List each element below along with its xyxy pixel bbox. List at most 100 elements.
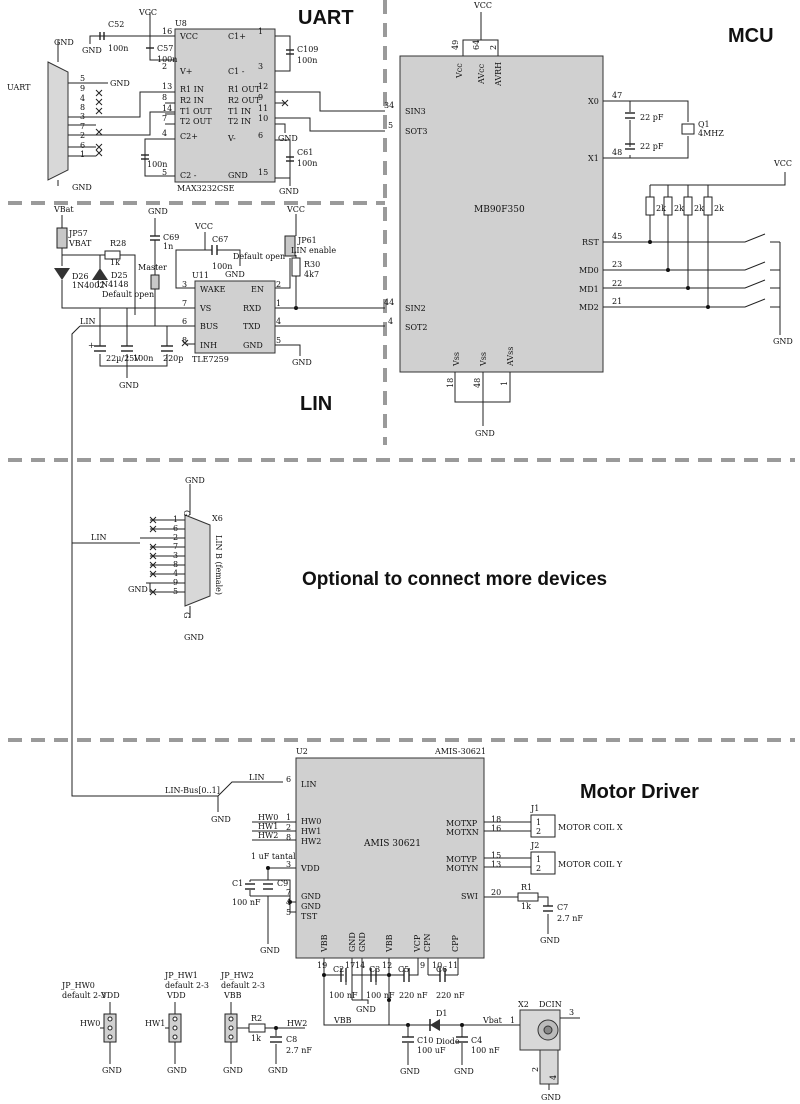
u8-pin-label: C1+ xyxy=(228,32,246,41)
r28-value: 1k xyxy=(110,258,120,267)
u8-pin-num: 4 xyxy=(162,129,167,138)
junction xyxy=(288,900,292,904)
u11-pin-num: 5 xyxy=(276,336,281,345)
u8-chip xyxy=(174,28,276,183)
mcu-pin-num: 34 xyxy=(384,101,394,110)
jumper-pin xyxy=(228,1016,234,1022)
mcu-pin-num: 2 xyxy=(489,45,498,50)
gnd-label: GND xyxy=(102,1066,122,1075)
u11-pin-label: BUS xyxy=(200,322,218,331)
mcu-pin-num: 22 xyxy=(612,279,622,288)
d26-part: 1N4002 xyxy=(72,281,104,290)
u2-pin-label: CPN xyxy=(423,933,432,952)
gnd-label: GND xyxy=(454,1067,474,1076)
u8-pin-label: C2 - xyxy=(180,171,197,180)
gnd-label: GND xyxy=(119,381,139,390)
vcc-label: VCC xyxy=(194,222,213,231)
c3-ref: C3 xyxy=(369,965,380,974)
c3-value: 100 nF xyxy=(366,991,395,1000)
u2-pin-num: 19 xyxy=(317,961,327,970)
mcu-pin-label: SOT3 xyxy=(405,127,427,136)
jp57-ref: JP57 xyxy=(68,229,88,238)
gnd-label: GND xyxy=(54,38,74,47)
x6-label: LIN B (female) xyxy=(214,535,223,595)
u2-pin-label: VBB xyxy=(320,934,329,953)
u8-pin-num: 1 xyxy=(258,27,263,36)
gnd-label: GND xyxy=(72,183,92,192)
u11-pin-num: 4 xyxy=(276,317,281,326)
wire xyxy=(230,1002,305,1064)
cap-100n: 100n xyxy=(133,354,153,363)
u8-pin-num: 10 xyxy=(258,114,268,123)
dcin-label: DCIN xyxy=(539,1000,562,1009)
x2-pin: 3 xyxy=(569,1008,574,1017)
u11-pin-num: 3 xyxy=(182,280,187,289)
cap-value: 100n xyxy=(147,160,167,169)
u11-pin-label: VS xyxy=(199,304,211,313)
lin-bus-label: LIN-Bus[0..1] xyxy=(165,786,220,795)
u2-pin-num: 2 xyxy=(286,823,291,832)
u2-pin-label: VDD xyxy=(300,864,320,873)
section-dividers xyxy=(8,0,795,742)
jp-ref: JP_HW1 xyxy=(164,971,198,980)
connector-pin: 1 xyxy=(80,150,85,159)
c67-ref: C67 xyxy=(212,235,228,244)
u2-pin-num: 9 xyxy=(420,961,425,970)
jp-ref: JP_HW2 xyxy=(220,971,254,980)
net-hw: HW1 xyxy=(258,822,278,831)
wire xyxy=(165,1002,176,1064)
u8-pin-label: T2 IN xyxy=(228,117,251,126)
u2-pin-num: 5 xyxy=(286,908,291,917)
wire xyxy=(275,99,289,107)
wire xyxy=(68,82,175,157)
c5-ref: C5 xyxy=(398,965,409,974)
u8-pin-label: GND xyxy=(228,171,248,180)
u2-pin-num: 15 xyxy=(491,851,501,860)
jumper-pin xyxy=(107,1025,113,1031)
wire xyxy=(275,123,286,133)
wire xyxy=(649,172,786,197)
j2-pin: 2 xyxy=(536,864,541,873)
section-title-motor: Motor Driver xyxy=(580,781,699,803)
d25-ref: D25 xyxy=(111,271,128,280)
gnd-label: GND xyxy=(185,476,205,485)
vbb-label: VBB xyxy=(333,1016,352,1025)
mcu-pin-num: 45 xyxy=(612,232,622,241)
mcu-pin-num: 18 xyxy=(446,378,455,388)
u2-pin-num: 6 xyxy=(286,775,291,784)
gnd-label: GND xyxy=(292,358,312,367)
junction xyxy=(387,998,391,1002)
jp-ref: JP_HW0 xyxy=(61,981,95,990)
uart-section: U8 MAX3232CSE VCC V+ R1 IN R2 IN T1 OUT … xyxy=(7,8,385,196)
mcu-pin-num: 1 xyxy=(500,381,509,386)
u8-pin-label: R2 OUT xyxy=(228,96,261,105)
u8-pin-num: 6 xyxy=(258,131,263,140)
u8-pin-label: V- xyxy=(227,134,236,143)
u8-pin-label: R2 IN xyxy=(180,96,204,105)
cap-ref: C61 xyxy=(297,148,313,157)
u11-pin-label: WAKE xyxy=(200,285,226,294)
u8-pin-label: R1 OUT xyxy=(228,85,261,94)
mcu-pin-label: AVRH xyxy=(494,62,503,87)
u2-chip xyxy=(295,757,485,959)
junction xyxy=(266,866,270,870)
x2-pin: 2 xyxy=(531,1067,540,1072)
jp57-jumper xyxy=(56,227,68,249)
wire xyxy=(165,102,175,125)
jp57-net: VBAT xyxy=(68,239,92,248)
u2-pin-label: GND xyxy=(358,932,367,952)
u2-pin-num: 1 xyxy=(286,813,291,822)
jp-note: default 2-3 xyxy=(165,981,209,990)
gnd-label: GND xyxy=(82,46,102,55)
polarity-mark: + xyxy=(88,341,95,350)
u2-pin-num: 11 xyxy=(448,961,458,970)
j2-connector xyxy=(530,851,556,875)
c10-value: 100 uF xyxy=(417,1046,446,1055)
u2-pin-label: SWI xyxy=(461,892,478,901)
wire xyxy=(275,139,291,186)
u2-pin-label: HW2 xyxy=(301,837,321,846)
u2-pin-label: HW1 xyxy=(301,827,321,836)
u2-pin-label: MOTYN xyxy=(446,864,478,873)
c7-ref: C7 xyxy=(557,903,568,912)
